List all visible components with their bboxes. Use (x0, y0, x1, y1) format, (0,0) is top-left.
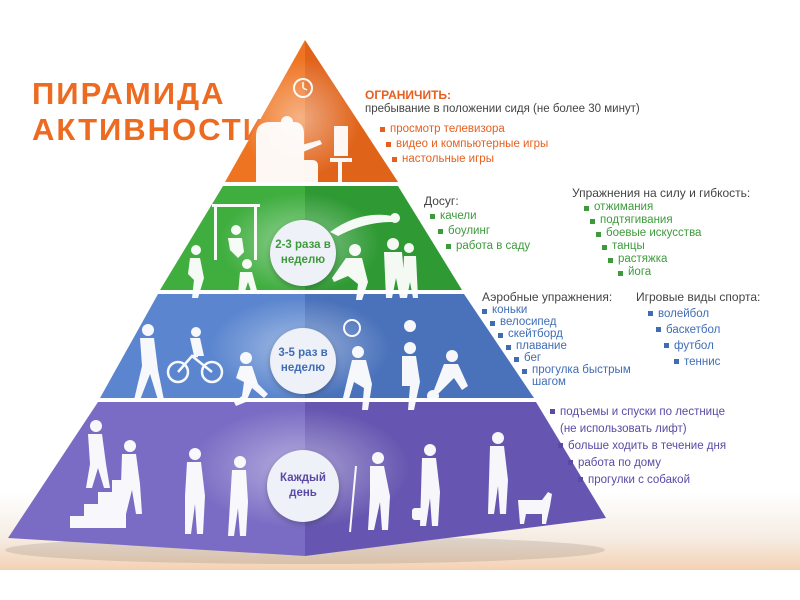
strength-header: Упражнения на силу и гибкость: (572, 186, 751, 200)
clock-icon (293, 78, 313, 98)
list-item: отжимания (582, 201, 701, 214)
running-icon (234, 352, 268, 406)
page-title: ПИРАМИДА АКТИВНОСТИ (32, 76, 267, 148)
aerobic-header: Аэробные упражнения: (482, 290, 613, 304)
gardening-icon (238, 259, 258, 294)
limit-subheader: пребывание в положении сидя (не более 30… (365, 103, 640, 115)
list-item: бег (512, 352, 631, 364)
swing-icon (212, 204, 260, 260)
limit-header: ОГРАНИЧИТЬ: (365, 88, 452, 102)
limit-list: просмотр телевизора видео и компьютерные… (378, 122, 548, 167)
frequency-badge-daily: Каждый день (267, 450, 339, 522)
list-item: боевые искусства (594, 227, 701, 240)
tv-stand-icon (330, 126, 352, 185)
football-icon (427, 350, 468, 402)
list-item: (не использовать лифт) (560, 423, 687, 435)
bowling-icon (188, 245, 204, 298)
leisure-header: Досуг: (424, 194, 459, 208)
list-item: коньки (480, 304, 631, 316)
tennis-icon (342, 319, 372, 410)
strength-list: отжимания подтягивания боевые искусства … (582, 201, 701, 279)
walking-icon (185, 448, 248, 536)
games-list: волейбол баскетбол футбол теннис (636, 306, 720, 370)
list-item: боулинг (436, 224, 530, 239)
skating-icon (134, 324, 164, 400)
games-header: Игровые виды спорта: (636, 290, 761, 304)
list-item: больше ходить в течение дня (556, 438, 726, 455)
armchair-person-icon (256, 116, 322, 182)
vacuum-icon (412, 444, 440, 526)
aerobic-list: коньки велосипед скейтборд плавание бег … (480, 304, 631, 388)
list-item: плавание (504, 340, 631, 352)
list-item: растяжка (606, 253, 701, 266)
list-item: теннис (672, 354, 720, 370)
list-item: йога (616, 266, 701, 279)
list-item: видео и компьютерные игры (384, 137, 548, 152)
badge-label: Каждый день (280, 472, 326, 499)
list-item: работа в саду (444, 239, 530, 254)
list-item: баскетбол (654, 322, 720, 338)
list-item: качели (428, 209, 530, 224)
dog-walking-icon (488, 432, 552, 524)
list-item: волейбол (646, 306, 720, 322)
list-item: прогулки с собакой (576, 472, 726, 489)
badge-label: 2-3 раза в неделю (275, 239, 331, 266)
list-item: настольные игры (390, 152, 548, 167)
basketball-icon (402, 320, 420, 410)
list-item: шагом (532, 376, 566, 388)
list-item: просмотр телевизора (378, 122, 548, 137)
frequency-badge-3-5-weekly: 3-5 раз в неделю (270, 328, 336, 394)
list-item: скейтборд (496, 328, 631, 340)
title-line-2: АКТИВНОСТИ (32, 112, 268, 147)
list-item: подтягивания (588, 214, 701, 227)
badge-label: 3-5 раз в неделю (278, 347, 328, 374)
sweeping-icon (349, 452, 390, 533)
stairs-icon (70, 420, 142, 528)
list-item: футбол (662, 338, 720, 354)
list-item: велосипед (488, 316, 631, 328)
list-item: прогулка быстрым (520, 364, 631, 376)
list-item: подъемы и спуски по лестнице (548, 404, 726, 421)
title-line-1: ПИРАМИДА (32, 76, 226, 111)
yoga-icon (330, 213, 400, 236)
leisure-list: качели боулинг работа в саду (424, 209, 530, 254)
frequency-badge-2-3-weekly: 2-3 раза в неделю (270, 220, 336, 286)
martial-arts-icon (332, 244, 368, 300)
cycling-icon (166, 327, 224, 384)
list-item: работа по дому (566, 455, 726, 472)
activity-pyramid (5, 40, 606, 564)
poster: ПИРАМИДА АКТИВНОСТИ (0, 18, 800, 570)
list-item: танцы (600, 240, 701, 253)
dancing-icon (384, 238, 418, 298)
daily-list: подъемы и спуски по лестнице (не использ… (548, 404, 726, 489)
